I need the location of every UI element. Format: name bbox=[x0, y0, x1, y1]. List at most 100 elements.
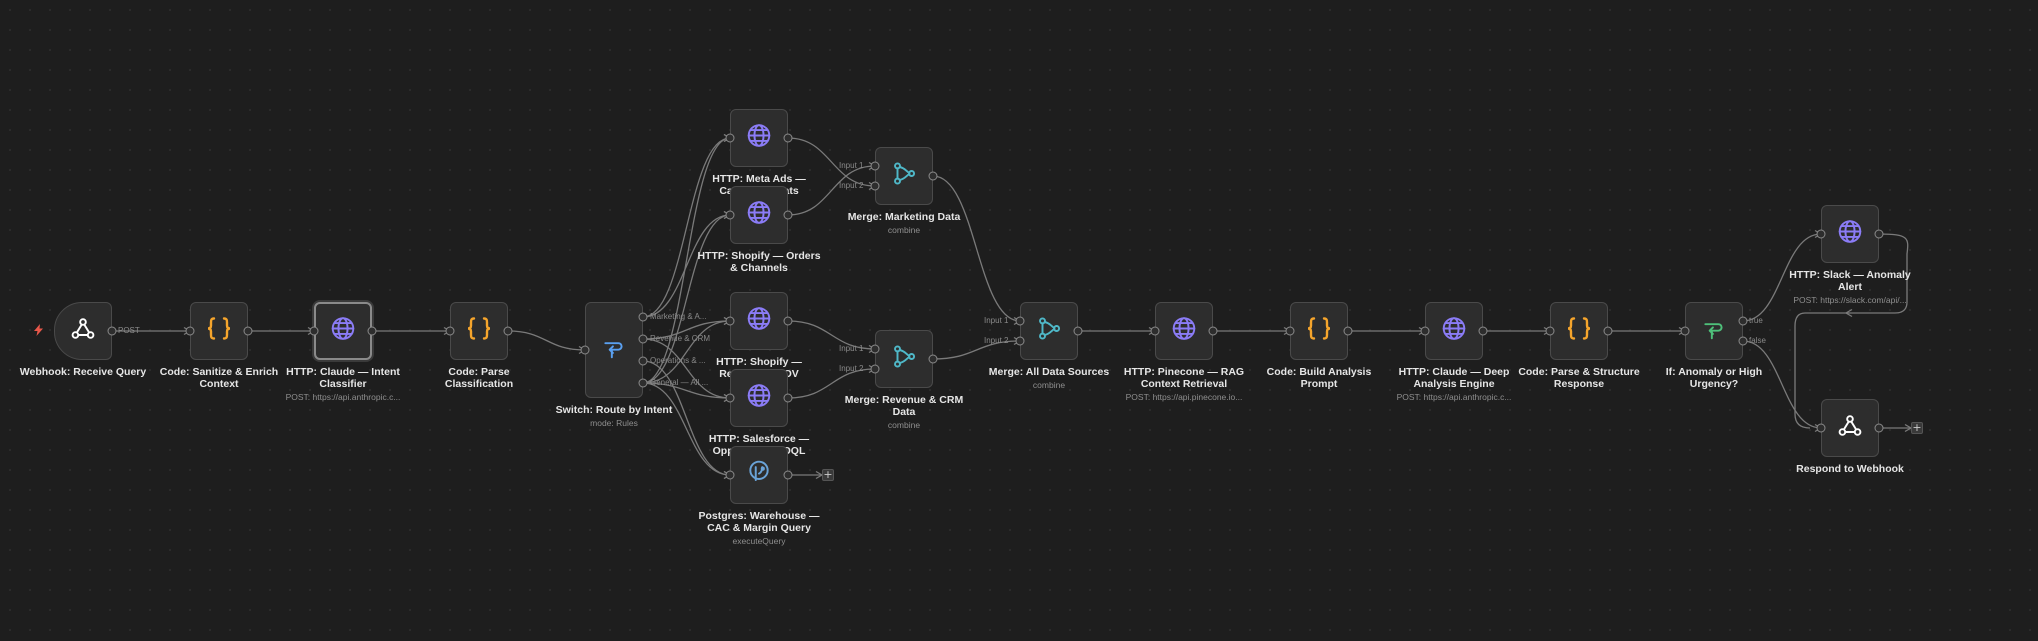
input-handle[interactable] bbox=[725, 210, 735, 220]
node-intent[interactable] bbox=[314, 302, 372, 360]
input-handle[interactable] bbox=[725, 316, 735, 326]
input-handle[interactable] bbox=[1420, 326, 1430, 336]
node-merge-all[interactable] bbox=[1020, 302, 1078, 360]
output-handle[interactable] bbox=[503, 326, 513, 336]
node-parse-structure[interactable] bbox=[1550, 302, 1608, 360]
if-output-label: true bbox=[1749, 316, 1763, 325]
output-handle[interactable] bbox=[1874, 423, 1884, 433]
globe-icon bbox=[1837, 219, 1863, 250]
input-handle[interactable] bbox=[725, 133, 735, 143]
node-label: HTTP: Pinecone — RAG Context Retrieval bbox=[1123, 366, 1245, 390]
node-subtitle: POST: https://api.anthropic.c... bbox=[285, 392, 401, 402]
output-handle[interactable] bbox=[928, 171, 938, 181]
merge-input-label: Input 1 bbox=[984, 316, 1009, 325]
node-label: Code: Build Analysis Prompt bbox=[1266, 366, 1372, 390]
output-handle[interactable] bbox=[783, 470, 793, 480]
node-subtitle: combine bbox=[887, 225, 921, 235]
node-subtitle: combine bbox=[887, 420, 921, 430]
merge-input-label: Input 1 bbox=[839, 344, 864, 353]
output-handle[interactable] bbox=[638, 378, 648, 388]
output-handle[interactable] bbox=[1343, 326, 1353, 336]
output-handle[interactable] bbox=[1874, 229, 1884, 239]
input-handle[interactable] bbox=[1015, 336, 1025, 346]
code-icon bbox=[205, 316, 233, 347]
node-switch[interactable] bbox=[585, 302, 643, 398]
node-salesforce[interactable] bbox=[730, 369, 788, 427]
node-label: Respond to Webhook bbox=[1796, 463, 1904, 475]
output-handle[interactable] bbox=[1208, 326, 1218, 336]
node-pinecone[interactable] bbox=[1155, 302, 1213, 360]
merge-icon bbox=[891, 344, 917, 375]
node-sanitize[interactable] bbox=[190, 302, 248, 360]
wire-slack-respond-arrow bbox=[1844, 308, 1853, 318]
output-handle[interactable] bbox=[638, 356, 648, 366]
node-meta-ads[interactable] bbox=[730, 109, 788, 167]
switch-output-label: Revenue & CRM bbox=[650, 334, 711, 343]
node-subtitle: mode: Rules bbox=[590, 418, 638, 428]
switch-output-label: Operations & ... bbox=[650, 356, 706, 365]
output-handle[interactable] bbox=[243, 326, 253, 336]
node-deep-analysis[interactable] bbox=[1425, 302, 1483, 360]
node-subtitle: POST: https://api.pinecone.io... bbox=[1125, 392, 1243, 402]
merge-input-label: Input 1 bbox=[839, 161, 864, 170]
output-handle[interactable] bbox=[1073, 326, 1083, 336]
output-handle[interactable] bbox=[1738, 336, 1748, 346]
output-handle[interactable] bbox=[783, 133, 793, 143]
node-shopify-orders[interactable] bbox=[730, 186, 788, 244]
input-handle[interactable] bbox=[870, 161, 880, 171]
input-handle[interactable] bbox=[1015, 316, 1025, 326]
wire-parse-switch[interactable] bbox=[507, 330, 586, 351]
output-handle[interactable] bbox=[783, 393, 793, 403]
input-handle[interactable] bbox=[1150, 326, 1160, 336]
input-handle[interactable] bbox=[1816, 423, 1826, 433]
input-handle[interactable] bbox=[725, 393, 735, 403]
node-if-anomaly[interactable] bbox=[1685, 302, 1743, 360]
input-handle[interactable] bbox=[309, 326, 319, 336]
input-handle[interactable] bbox=[1285, 326, 1295, 336]
node-slack[interactable] bbox=[1821, 205, 1879, 263]
globe-icon bbox=[1171, 316, 1197, 347]
output-handle[interactable] bbox=[1738, 316, 1748, 326]
node-respond[interactable] bbox=[1821, 399, 1879, 457]
node-postgres[interactable] bbox=[730, 446, 788, 504]
node-parse-class[interactable] bbox=[450, 302, 508, 360]
wire-marketing-all[interactable] bbox=[932, 175, 1021, 322]
input-handle[interactable] bbox=[1545, 326, 1555, 336]
node-shopify-aov[interactable] bbox=[730, 292, 788, 350]
output-handle[interactable] bbox=[638, 334, 648, 344]
output-handle[interactable] bbox=[638, 312, 648, 322]
node-merge-revenue[interactable] bbox=[875, 330, 933, 388]
merge-icon bbox=[1036, 316, 1062, 347]
node-merge-marketing[interactable] bbox=[875, 147, 933, 205]
input-handle[interactable] bbox=[1816, 229, 1826, 239]
input-handle[interactable] bbox=[1680, 326, 1690, 336]
node-subtitle: POST: https://api.anthropic.c... bbox=[1396, 392, 1512, 402]
input-handle[interactable] bbox=[725, 470, 735, 480]
node-build-prompt[interactable] bbox=[1290, 302, 1348, 360]
node-label: HTTP: Claude — Deep Analysis Engine bbox=[1398, 366, 1510, 390]
node-webhook[interactable] bbox=[54, 302, 112, 360]
add-node-after-postgres-button[interactable]: + bbox=[822, 468, 834, 481]
code-icon bbox=[1305, 316, 1333, 347]
input-handle[interactable] bbox=[185, 326, 195, 336]
input-handle[interactable] bbox=[870, 344, 880, 354]
output-handle[interactable] bbox=[1603, 326, 1613, 336]
output-handle[interactable] bbox=[1478, 326, 1488, 336]
output-handle[interactable] bbox=[928, 354, 938, 364]
output-handle[interactable] bbox=[107, 326, 117, 336]
input-handle[interactable] bbox=[870, 364, 880, 374]
output-handle[interactable] bbox=[783, 210, 793, 220]
node-subtitle: executeQuery bbox=[732, 536, 786, 546]
wire-switch-3-postgres[interactable] bbox=[642, 382, 731, 476]
output-handle[interactable] bbox=[783, 316, 793, 326]
trigger-bolt-icon bbox=[34, 323, 43, 341]
input-handle[interactable] bbox=[580, 345, 590, 355]
node-label: If: Anomaly or High Urgency? bbox=[1665, 366, 1763, 390]
input-handle[interactable] bbox=[870, 181, 880, 191]
add-node-after-respond-button[interactable]: + bbox=[1911, 421, 1923, 434]
output-handle[interactable] bbox=[367, 326, 377, 336]
node-label: HTTP: Claude — Intent Classifier bbox=[286, 366, 400, 390]
wire-switch-0-meta_ads[interactable] bbox=[642, 137, 731, 318]
input-handle[interactable] bbox=[445, 326, 455, 336]
